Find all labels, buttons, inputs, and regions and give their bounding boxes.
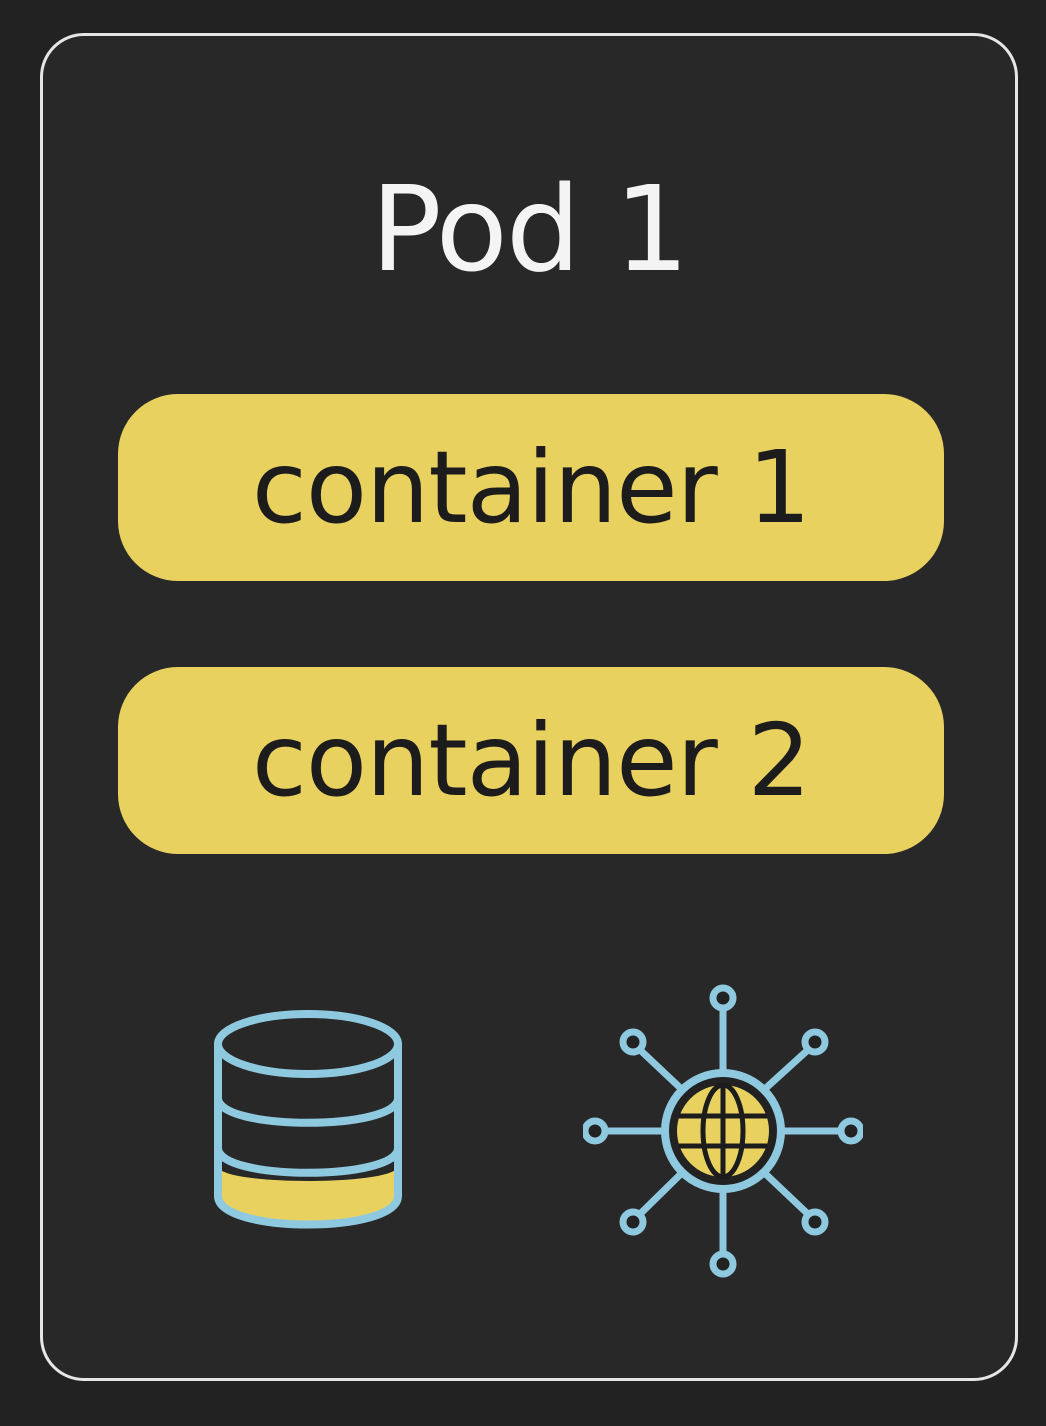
container-2-pill: container 2 [118, 667, 944, 854]
pod-box: Pod 1 container 1 container 2 [40, 33, 1018, 1381]
container-1-pill: container 1 [118, 394, 944, 581]
pod-title: Pod 1 [370, 160, 690, 298]
container-1-label: container 1 [251, 428, 811, 546]
network-globe-icon [583, 984, 863, 1278]
database-icon [214, 1010, 402, 1229]
container-2-label: container 2 [251, 701, 811, 819]
